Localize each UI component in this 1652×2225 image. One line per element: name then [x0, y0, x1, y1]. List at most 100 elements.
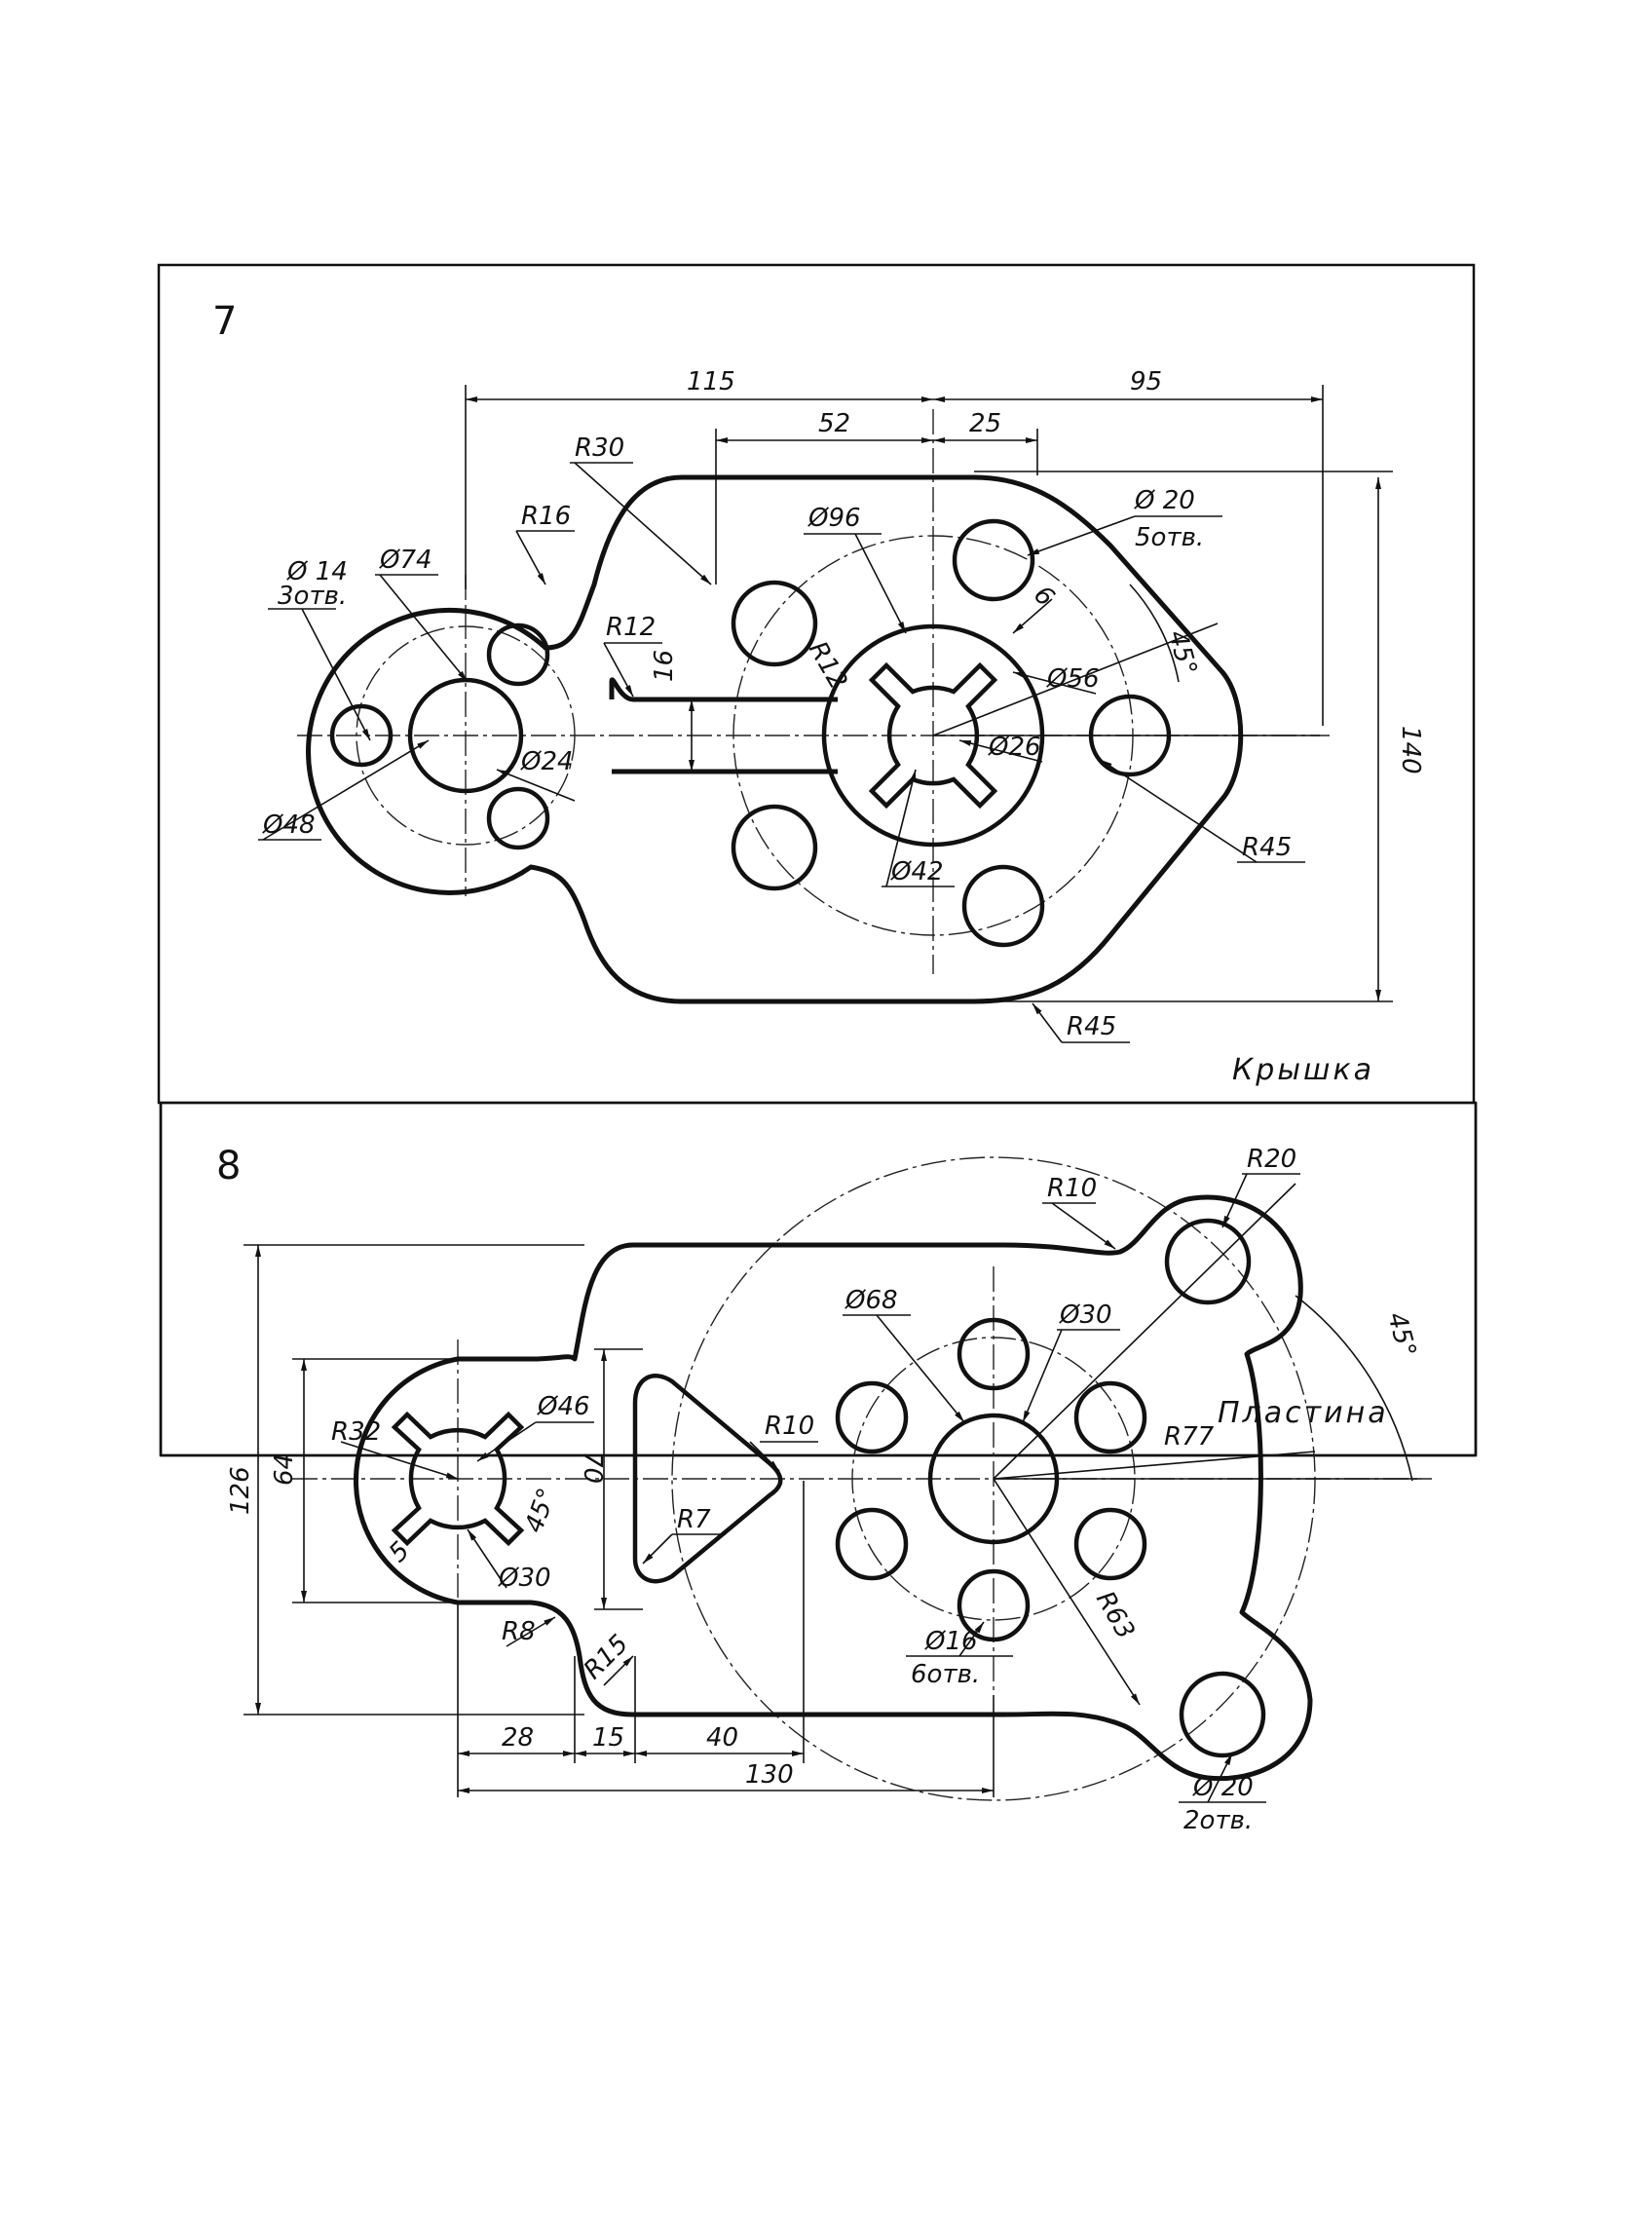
dim-phi74: Ø74	[379, 546, 432, 575]
dim-phi46: Ø46	[537, 1392, 590, 1421]
bolt-circle-left-7	[356, 625, 576, 846]
dim-angle45b: 45°	[519, 1485, 562, 1537]
dim-r10b: R10	[765, 1412, 814, 1441]
leader-phi56	[1012, 671, 1097, 695]
dim-phi68: Ø68	[845, 1286, 898, 1315]
contour-cover	[306, 474, 1244, 1004]
cross-keyway-7	[868, 661, 998, 810]
hole-ring-5-8	[835, 1507, 909, 1581]
leader-r30	[574, 462, 712, 585]
dim-40: 40	[706, 1723, 738, 1753]
dim-phi56: Ø56	[1046, 664, 1100, 694]
leader-r7	[642, 1533, 673, 1565]
leader-phi24	[496, 769, 576, 802]
dim-phi30b: Ø30	[498, 1564, 551, 1593]
dim-angle45: 45°	[1162, 627, 1202, 678]
leader-phi26	[958, 739, 1043, 763]
leader-phi42	[885, 769, 917, 887]
dim-70: 70	[578, 1452, 607, 1484]
leader-r45b	[1032, 1002, 1063, 1043]
leader-r77	[993, 1451, 1316, 1480]
hole-ring-1-8	[957, 1317, 1031, 1391]
frame-drawing-7	[157, 263, 1476, 1105]
dim-140: 140	[1396, 726, 1425, 774]
arc-angle45-7	[1129, 584, 1180, 683]
dim-r77: R77	[1164, 1422, 1215, 1452]
hole-ring-6-8	[835, 1380, 909, 1454]
dim-r20: R20	[1247, 1145, 1296, 1174]
leader-r45a	[1100, 759, 1258, 863]
hole-lug-top-8	[1164, 1218, 1252, 1305]
leader-r8	[506, 1616, 556, 1647]
dim-15: 15	[592, 1723, 624, 1753]
dim-phi30a: Ø30	[1059, 1301, 1112, 1330]
dim-phi26: Ø26	[988, 733, 1041, 762]
dim-r16: R16	[521, 502, 571, 531]
leader-phi74	[379, 574, 469, 683]
dim-r12: R12	[606, 613, 656, 642]
leader-r10a	[1051, 1202, 1116, 1250]
dim-phi16: Ø16	[924, 1627, 978, 1656]
frame-drawing-8-box	[159, 1103, 1478, 1455]
dim-phi42: Ø42	[890, 857, 944, 886]
dim-phi24: Ø24	[520, 747, 574, 776]
arc-angle45-8	[1295, 1295, 1413, 1482]
hole-small-3-7	[486, 786, 550, 850]
dim-phi20: Ø 20	[1134, 486, 1195, 515]
contour-plate	[353, 1194, 1313, 1782]
dim-angle45-8: 45°	[1381, 1309, 1421, 1360]
leader-phi30b	[467, 1528, 507, 1589]
leader-r63	[993, 1478, 1141, 1706]
dim-28: 28	[502, 1723, 534, 1753]
leader-phi20	[1027, 515, 1136, 556]
ray-45-diag-8	[993, 1183, 1296, 1480]
dim-126: 126	[226, 1466, 255, 1515]
cross-keyway-8	[391, 1411, 525, 1547]
dim-holes5: 5отв.	[1135, 523, 1204, 552]
dim-r8: R8	[502, 1617, 536, 1646]
hole-bolt-1-7	[731, 580, 818, 667]
dim-r45a: R45	[1242, 833, 1292, 862]
dim-52: 52	[818, 409, 850, 438]
hole-bolt-5-7	[731, 804, 818, 891]
ray-45-diag-7	[932, 622, 1219, 736]
dim-r10a: R10	[1047, 1174, 1097, 1203]
hole-small-2-7	[329, 703, 394, 768]
leader-phi46	[476, 1421, 537, 1462]
dim-95: 95	[1130, 367, 1162, 396]
drawing-title-8: Пластина	[1218, 1396, 1389, 1430]
dim-holes3: 3отв.	[278, 582, 347, 611]
dim-r45b: R45	[1067, 1012, 1116, 1041]
dim-115: 115	[687, 367, 735, 396]
hole-small-1-7	[486, 622, 550, 687]
triangle-cutout-8	[632, 1374, 783, 1584]
dim-r63: R63	[1090, 1587, 1141, 1644]
leader-r10b	[749, 1441, 780, 1472]
hole-bolt-2-7	[952, 518, 1035, 602]
drawing-number-7: 7	[212, 299, 237, 344]
dim-r7: R7	[677, 1505, 711, 1534]
dim-64: 64	[270, 1453, 299, 1486]
dim-16: 16	[650, 650, 679, 682]
leader-r20	[1221, 1173, 1248, 1228]
dim-r30: R30	[575, 434, 624, 463]
leader-d6	[1012, 598, 1053, 634]
dim-holes2: 2отв.	[1183, 1806, 1253, 1835]
leader-phi20-8	[1207, 1753, 1233, 1803]
leader-phi48	[262, 739, 430, 841]
leader-r32	[340, 1441, 459, 1480]
leader-phi68	[876, 1314, 965, 1423]
dim-6: 6	[1028, 581, 1060, 613]
leader-r15	[603, 1655, 634, 1686]
leader-phi30a	[1022, 1329, 1063, 1423]
hole-lug-bottom-8	[1179, 1671, 1266, 1758]
drawing-8: 8 Пластина	[216, 1144, 1432, 1835]
hole-ring-2-8	[1073, 1380, 1147, 1454]
dim-phi96: Ø96	[807, 504, 861, 533]
hole-ring-3-8	[1073, 1507, 1147, 1581]
drawing-7: 7 Крышка	[212, 299, 1425, 1087]
leader-r16	[515, 530, 546, 585]
leader-phi96	[854, 533, 907, 634]
hole-bolt-4-7	[961, 864, 1045, 948]
